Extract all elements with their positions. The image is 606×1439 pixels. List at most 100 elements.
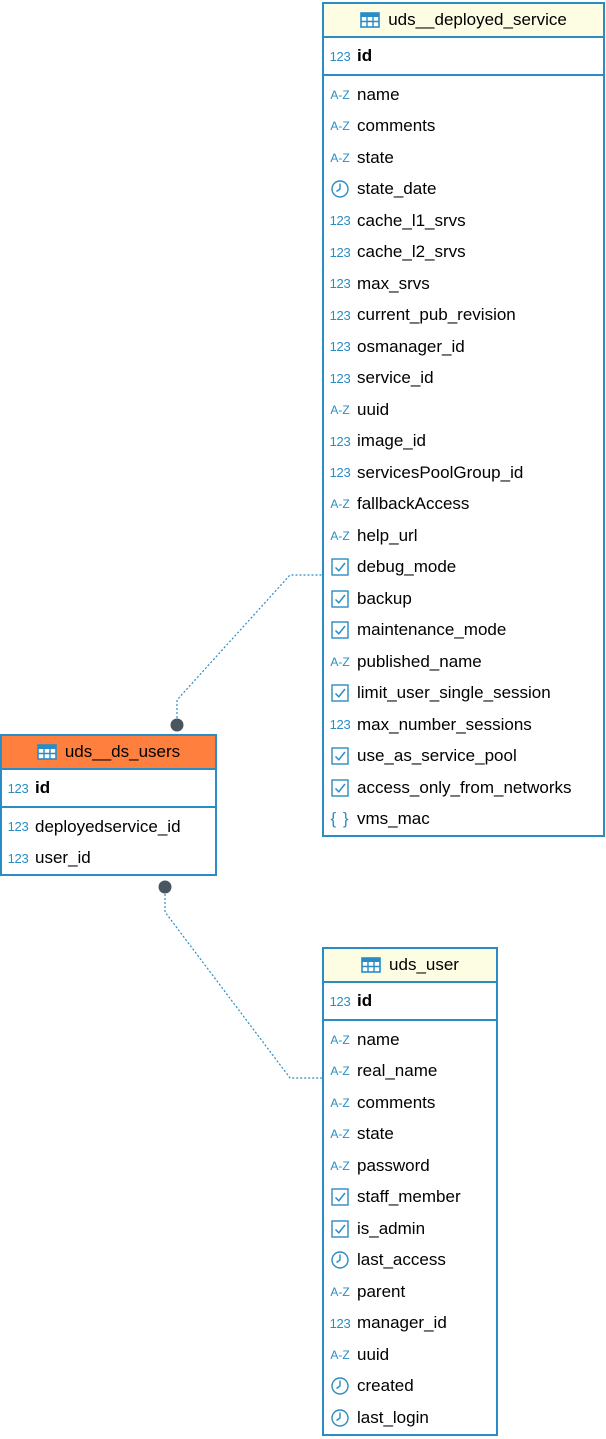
number-type-icon: 123 [329,244,351,260]
column-name: password [357,1155,430,1175]
column-name: staff_member [357,1187,461,1207]
column-row[interactable]: A-Z comments [324,111,603,143]
number-type-icon: 123 [329,307,351,323]
column-row[interactable]: use_as_service_pool [324,741,603,773]
checkbox-icon [329,1187,351,1207]
string-type-icon: A-Z [330,1064,350,1079]
string-type-icon: A-Z [330,1032,350,1047]
checkbox-icon [329,620,351,640]
table-header[interactable]: uds__ds_users [2,736,215,770]
column-name: vms_mac [357,809,430,829]
column-name: cache_l2_srvs [357,242,466,262]
column-name: access_only_from_networks [357,777,572,797]
checkbox-icon [329,778,351,798]
column-row[interactable]: maintenance_mode [324,615,603,647]
table-header[interactable]: uds__deployed_service [324,4,603,38]
column-name: service_id [357,368,434,388]
column-row[interactable]: 123 cache_l2_srvs [324,237,603,269]
primary-key-name: id [357,991,373,1010]
clock-icon [329,1408,351,1428]
column-name: backup [357,588,412,608]
column-row[interactable]: created [324,1371,496,1403]
column-row[interactable]: A-Z name [324,79,603,111]
column-name: state [357,1124,394,1144]
table-header[interactable]: uds_user [324,949,496,983]
column-row[interactable]: debug_mode [324,552,603,584]
column-name: manager_id [357,1313,447,1333]
column-row[interactable]: A-Z state [324,142,603,174]
string-type-icon: A-Z [330,150,350,165]
column-name: comments [357,116,436,136]
column-row[interactable]: 123 max_srvs [324,268,603,300]
column-name: is_admin [357,1218,426,1238]
column-row[interactable]: A-Z fallbackAccess [324,489,603,521]
column-name: state_date [357,179,437,199]
column-name: last_access [357,1250,446,1270]
column-row[interactable]: last_login [324,1402,496,1434]
column-name: state [357,147,394,167]
column-name: osmanager_id [357,336,465,356]
column-name: help_url [357,525,418,545]
column-row[interactable]: staff_member [324,1182,496,1214]
column-name: fallbackAccess [357,494,470,514]
column-name: image_id [357,431,426,451]
checkbox-icon [329,746,351,766]
column-row[interactable]: { } vms_mac [324,804,603,836]
column-name: servicesPoolGroup_id [357,462,524,482]
json-type-icon: { } [330,809,350,829]
string-type-icon: A-Z [330,497,350,512]
string-type-icon: A-Z [330,119,350,134]
string-type-icon: A-Z [330,1127,350,1142]
column-row[interactable]: backup [324,583,603,615]
column-row[interactable]: A-Z state [324,1119,496,1151]
clock-icon [329,179,351,199]
column-row[interactable]: is_admin [324,1213,496,1245]
clock-icon [329,1376,351,1396]
column-name: max_srvs [357,273,430,293]
column-name: name [357,84,400,104]
column-row[interactable]: last_access [324,1245,496,1277]
column-name: use_as_service_pool [357,746,517,766]
column-row[interactable]: state_date [324,174,603,206]
column-name: comments [357,1092,436,1112]
number-type-icon: 123 [329,276,351,292]
relation-line-ds-users-to-user[interactable] [164,886,323,1079]
string-type-icon: A-Z [330,402,350,417]
relation-line-ds-users-to-deployed-service[interactable] [176,574,323,726]
number-type-icon: 123 [7,819,29,835]
string-type-icon: A-Z [330,87,350,102]
column-row[interactable]: access_only_from_networks [324,772,603,804]
column-name: published_name [357,651,482,671]
column-row[interactable]: limit_user_single_session [324,678,603,710]
column-name: uuid [357,1344,390,1364]
